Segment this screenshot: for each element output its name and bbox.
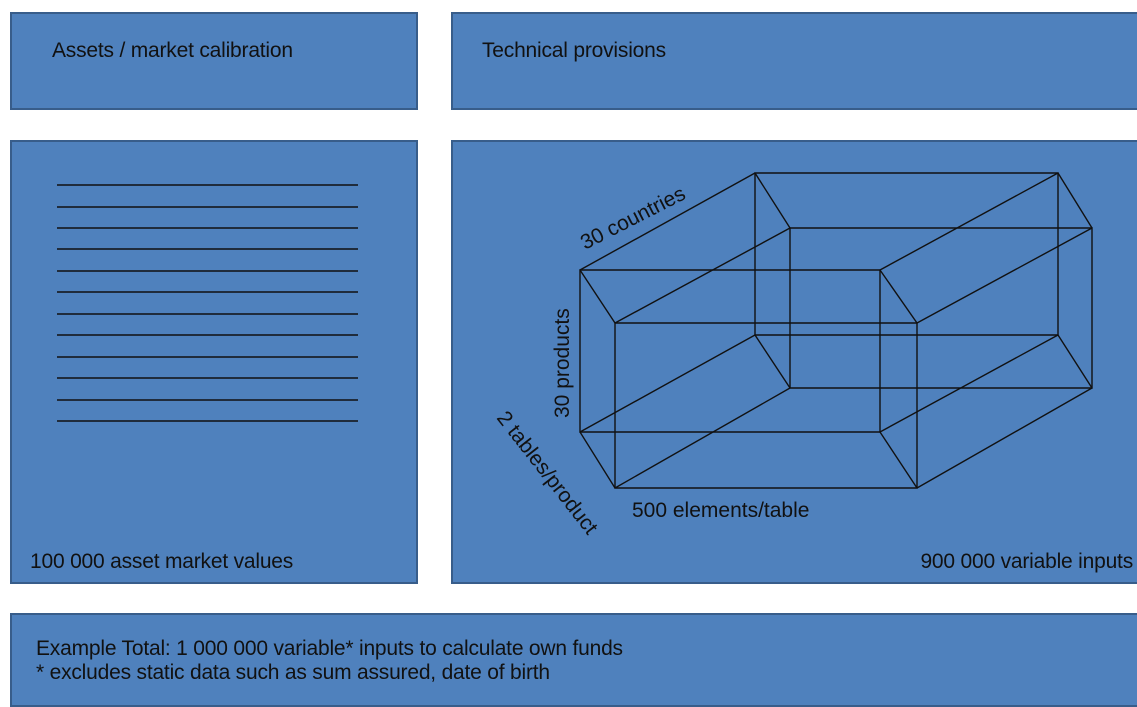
summary-line-2: * excludes static data such as sum assur…: [36, 661, 550, 684]
cube-connector: [1057, 172, 1093, 229]
wireframe-cube: [579, 172, 1093, 489]
asset-list-lines: [57, 184, 358, 422]
cube-connector: [879, 431, 918, 489]
cube-edge: [614, 387, 791, 489]
provisions-header-title: Technical provisions: [482, 39, 666, 62]
cube-connector: [579, 431, 616, 489]
assets-footer-text: 100 000 asset market values: [30, 550, 294, 573]
cube-edge: [614, 227, 791, 324]
assets-header-panel: Assets / market calibration: [10, 12, 418, 110]
cube-edge: [916, 387, 1093, 489]
assets-body-panel: 100 000 asset market values: [10, 140, 418, 584]
cube-edge: [879, 334, 1059, 433]
cube-connector: [1057, 334, 1093, 389]
cube-connector: [579, 269, 616, 324]
cube-edge: [916, 227, 1093, 324]
products-label: 30 products: [551, 308, 574, 418]
elements-label: 500 elements/table: [632, 499, 809, 522]
cube-connector: [879, 269, 918, 324]
tables-label: 2 tables/product: [492, 407, 602, 539]
provisions-body-panel: 900 000 variable inputs: [451, 140, 1137, 584]
cube-edge: [579, 334, 756, 433]
cube-edge: [879, 172, 1059, 271]
cube-inner-front: [614, 322, 918, 489]
cube-edge: [579, 172, 756, 271]
cube-connector: [754, 172, 791, 229]
cube-connector: [754, 334, 791, 389]
summary-panel: Example Total: 1 000 000 variable* input…: [10, 613, 1137, 707]
provisions-footer-text: 900 000 variable inputs: [920, 550, 1133, 573]
assets-header-title: Assets / market calibration: [52, 39, 293, 62]
provisions-header-panel: Technical provisions: [451, 12, 1137, 110]
summary-line-1: Example Total: 1 000 000 variable* input…: [36, 637, 623, 660]
